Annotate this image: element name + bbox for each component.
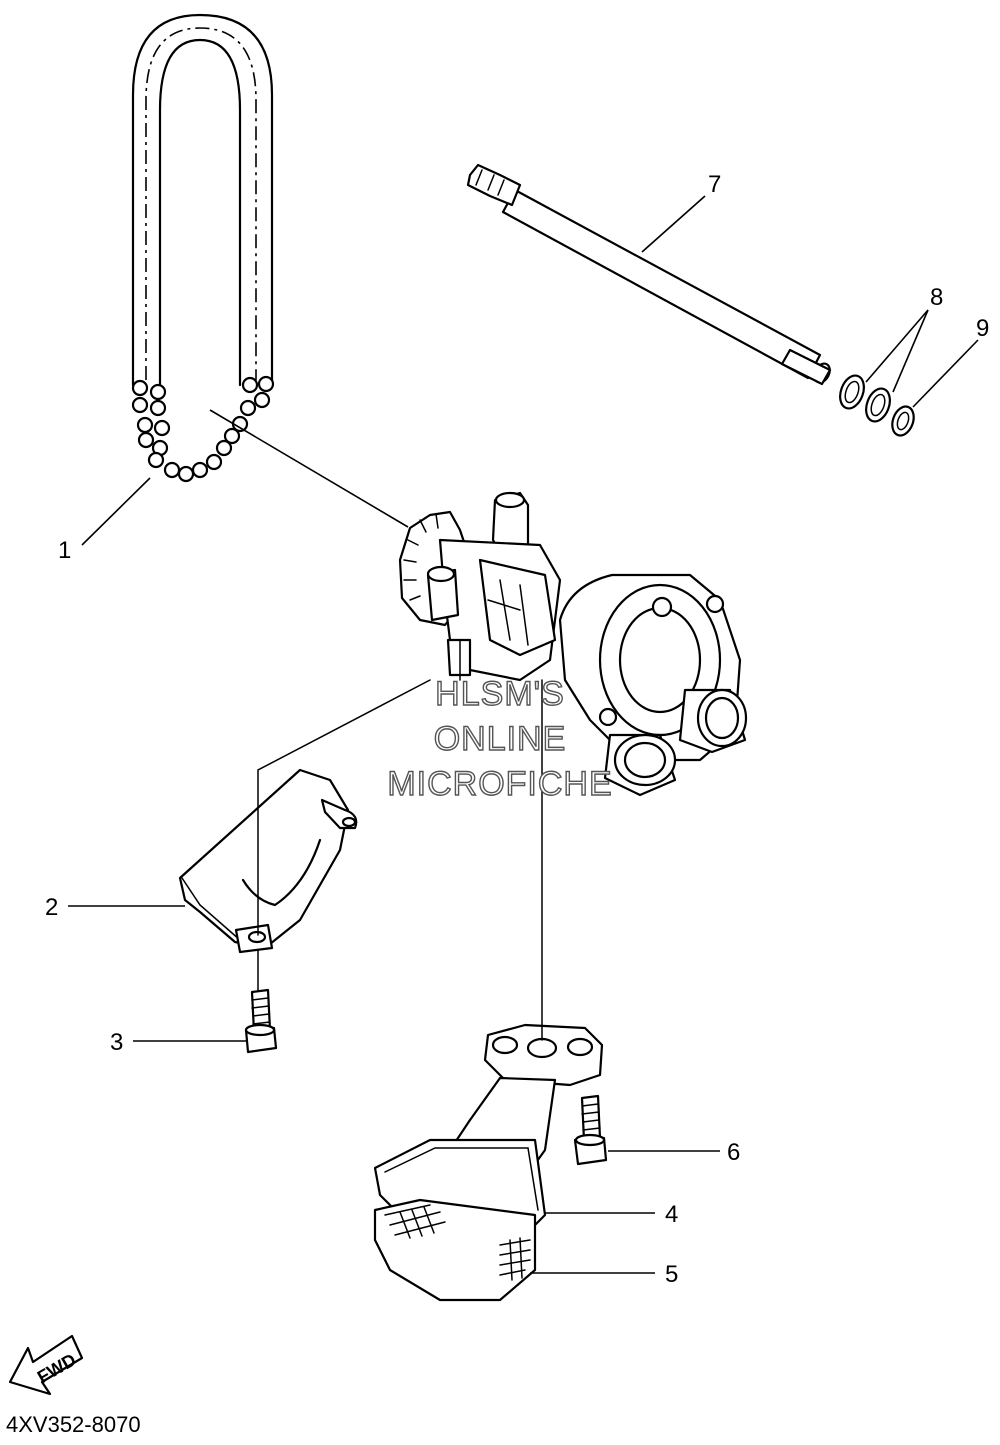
pump-cover[interactable] — [178, 768, 358, 954]
watermark-line-2: ONLINE — [434, 720, 567, 758]
cover-bolt[interactable] — [244, 988, 278, 1054]
watermark-line-1: HLSM'S — [435, 675, 565, 713]
callout-4[interactable]: 4 — [665, 1201, 678, 1228]
diagram-code: 4XV352-8070 — [6, 1412, 141, 1437]
callout-9[interactable]: 9 — [976, 315, 989, 342]
callout-3[interactable]: 3 — [110, 1029, 123, 1056]
drive-chain[interactable] — [131, 13, 275, 483]
callout-2[interactable]: 2 — [45, 894, 58, 921]
o-ring-8b[interactable] — [862, 385, 894, 424]
leader-lines — [68, 195, 979, 1274]
callout-8[interactable]: 8 — [930, 284, 943, 311]
callout-7[interactable]: 7 — [708, 171, 721, 198]
callout-1[interactable]: 1 — [58, 537, 71, 564]
strainer-bolt[interactable] — [573, 1094, 608, 1166]
o-ring-9[interactable] — [888, 403, 917, 438]
watermark: HLSM'S ONLINE MICROFICHE — [387, 674, 613, 803]
o-ring-8a[interactable] — [836, 372, 868, 411]
strainer-screen[interactable] — [373, 1198, 537, 1302]
watermark-line-3: MICROFICHE — [387, 765, 612, 803]
callout-6[interactable]: 6 — [727, 1139, 740, 1166]
callout-5[interactable]: 5 — [665, 1261, 678, 1288]
oil-pump-assembly[interactable] — [398, 491, 748, 797]
fwd-arrow-icon: FWD — [8, 1334, 84, 1396]
pump-shaft[interactable] — [466, 163, 833, 386]
